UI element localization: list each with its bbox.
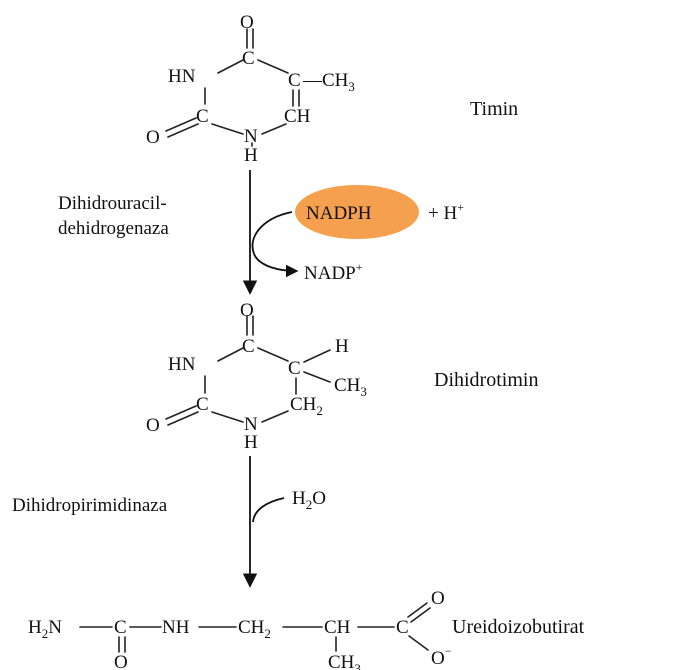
ureidoisobutyrate-structure: H2N C O NH CH2 CH CH3 C O O−	[28, 588, 452, 670]
bond-c-left-n	[211, 123, 244, 135]
ub-ch3: CH3	[328, 652, 361, 670]
thymine-c-right: C	[288, 70, 301, 91]
bond-o-c-left-2	[167, 123, 199, 138]
dht-h-bottom: H	[244, 432, 258, 453]
dht-c-left: C	[196, 394, 209, 415]
thymine-c-left: C	[196, 106, 209, 127]
thymine-o-top: O	[240, 12, 254, 33]
bond-n-ch	[261, 123, 287, 135]
ub-o-top: O	[431, 588, 445, 609]
dht-ch2: CH2	[290, 394, 323, 418]
thymine-h-bottom: H	[244, 145, 258, 166]
thymine-n-bottom: N	[244, 126, 258, 147]
ub-bond-c2-o-top-2	[410, 607, 431, 623]
plus-h-label: + H+	[428, 200, 464, 224]
step1-curved-arrow	[251, 211, 299, 278]
step2-enzyme: Dihidropirimidinaza	[12, 495, 168, 516]
dihydrothymine-structure: O C H HN C CH3 C CH2 O N H	[146, 300, 367, 453]
dht-o-top: O	[240, 300, 254, 321]
thymine-o-left: O	[146, 127, 160, 148]
bond-c-c-right	[257, 59, 289, 74]
dht-bond-c-hn	[217, 347, 244, 362]
dht-c-top: C	[242, 336, 255, 357]
bond-o-c-left-1	[165, 117, 197, 132]
dht-h-right: H	[335, 336, 349, 357]
dht-c-right: C	[288, 358, 301, 379]
thymine-hn: HN	[168, 66, 196, 87]
dht-bond-o-c-left-1	[165, 405, 197, 420]
dht-ch3: CH3	[334, 375, 367, 399]
ub-nh: NH	[162, 617, 190, 638]
dht-bond-o-c-left-2	[167, 411, 199, 426]
ub-h2n: H2N	[28, 617, 62, 641]
bond-c-hn	[217, 59, 244, 74]
dht-bond-c-right-h	[303, 349, 331, 363]
step1-reaction: NADPH + H+ NADP+ Dihidrouracil- dehidrog…	[58, 170, 464, 295]
dht-bond-c-c-right	[257, 347, 289, 362]
thymine-structure: O C HN C —CH3 C O N CH H	[146, 12, 355, 166]
ub-ch2: CH2	[238, 617, 271, 641]
water-label: H2O	[292, 488, 326, 512]
nadph-label: NADPH	[306, 203, 372, 224]
dht-bond-c-right-ch3	[303, 371, 331, 383]
ureidoisobutyrate-name: Ureidoizobutirat	[452, 616, 585, 638]
dht-hn: HN	[168, 354, 196, 375]
step2-curved-arrow	[252, 497, 285, 523]
nadp-label: NADP+	[304, 260, 363, 284]
ub-ch: CH	[324, 617, 351, 638]
thymine-ch: CH	[284, 106, 311, 127]
thymine-ch3: —CH3	[302, 70, 355, 94]
step2-reaction: H2O Dihidropirimidinaza	[12, 456, 326, 588]
ub-bond-c2-o-bottom	[408, 635, 429, 651]
ub-c2: C	[396, 617, 409, 638]
step1-enzyme-line2: dehidrogenaza	[58, 218, 169, 239]
nadph-ellipse	[295, 185, 419, 239]
dihydrothymine-name: Dihidrotimin	[434, 369, 538, 391]
dht-n-bottom: N	[244, 414, 258, 435]
dht-bond-n-ch2	[261, 410, 289, 423]
step1-enzyme-line1: Dihidrouracil-	[58, 193, 167, 214]
thymine-name: Timin	[470, 98, 518, 120]
ub-bond-c2-o-top-1	[407, 602, 428, 618]
ub-o-c1: O	[114, 652, 128, 670]
ub-c1: C	[114, 617, 127, 638]
dht-bond-c-left-n	[211, 411, 244, 423]
thymine-c-top: C	[242, 48, 255, 69]
dht-o-left: O	[146, 415, 160, 436]
ub-o-bottom: O−	[431, 644, 452, 669]
